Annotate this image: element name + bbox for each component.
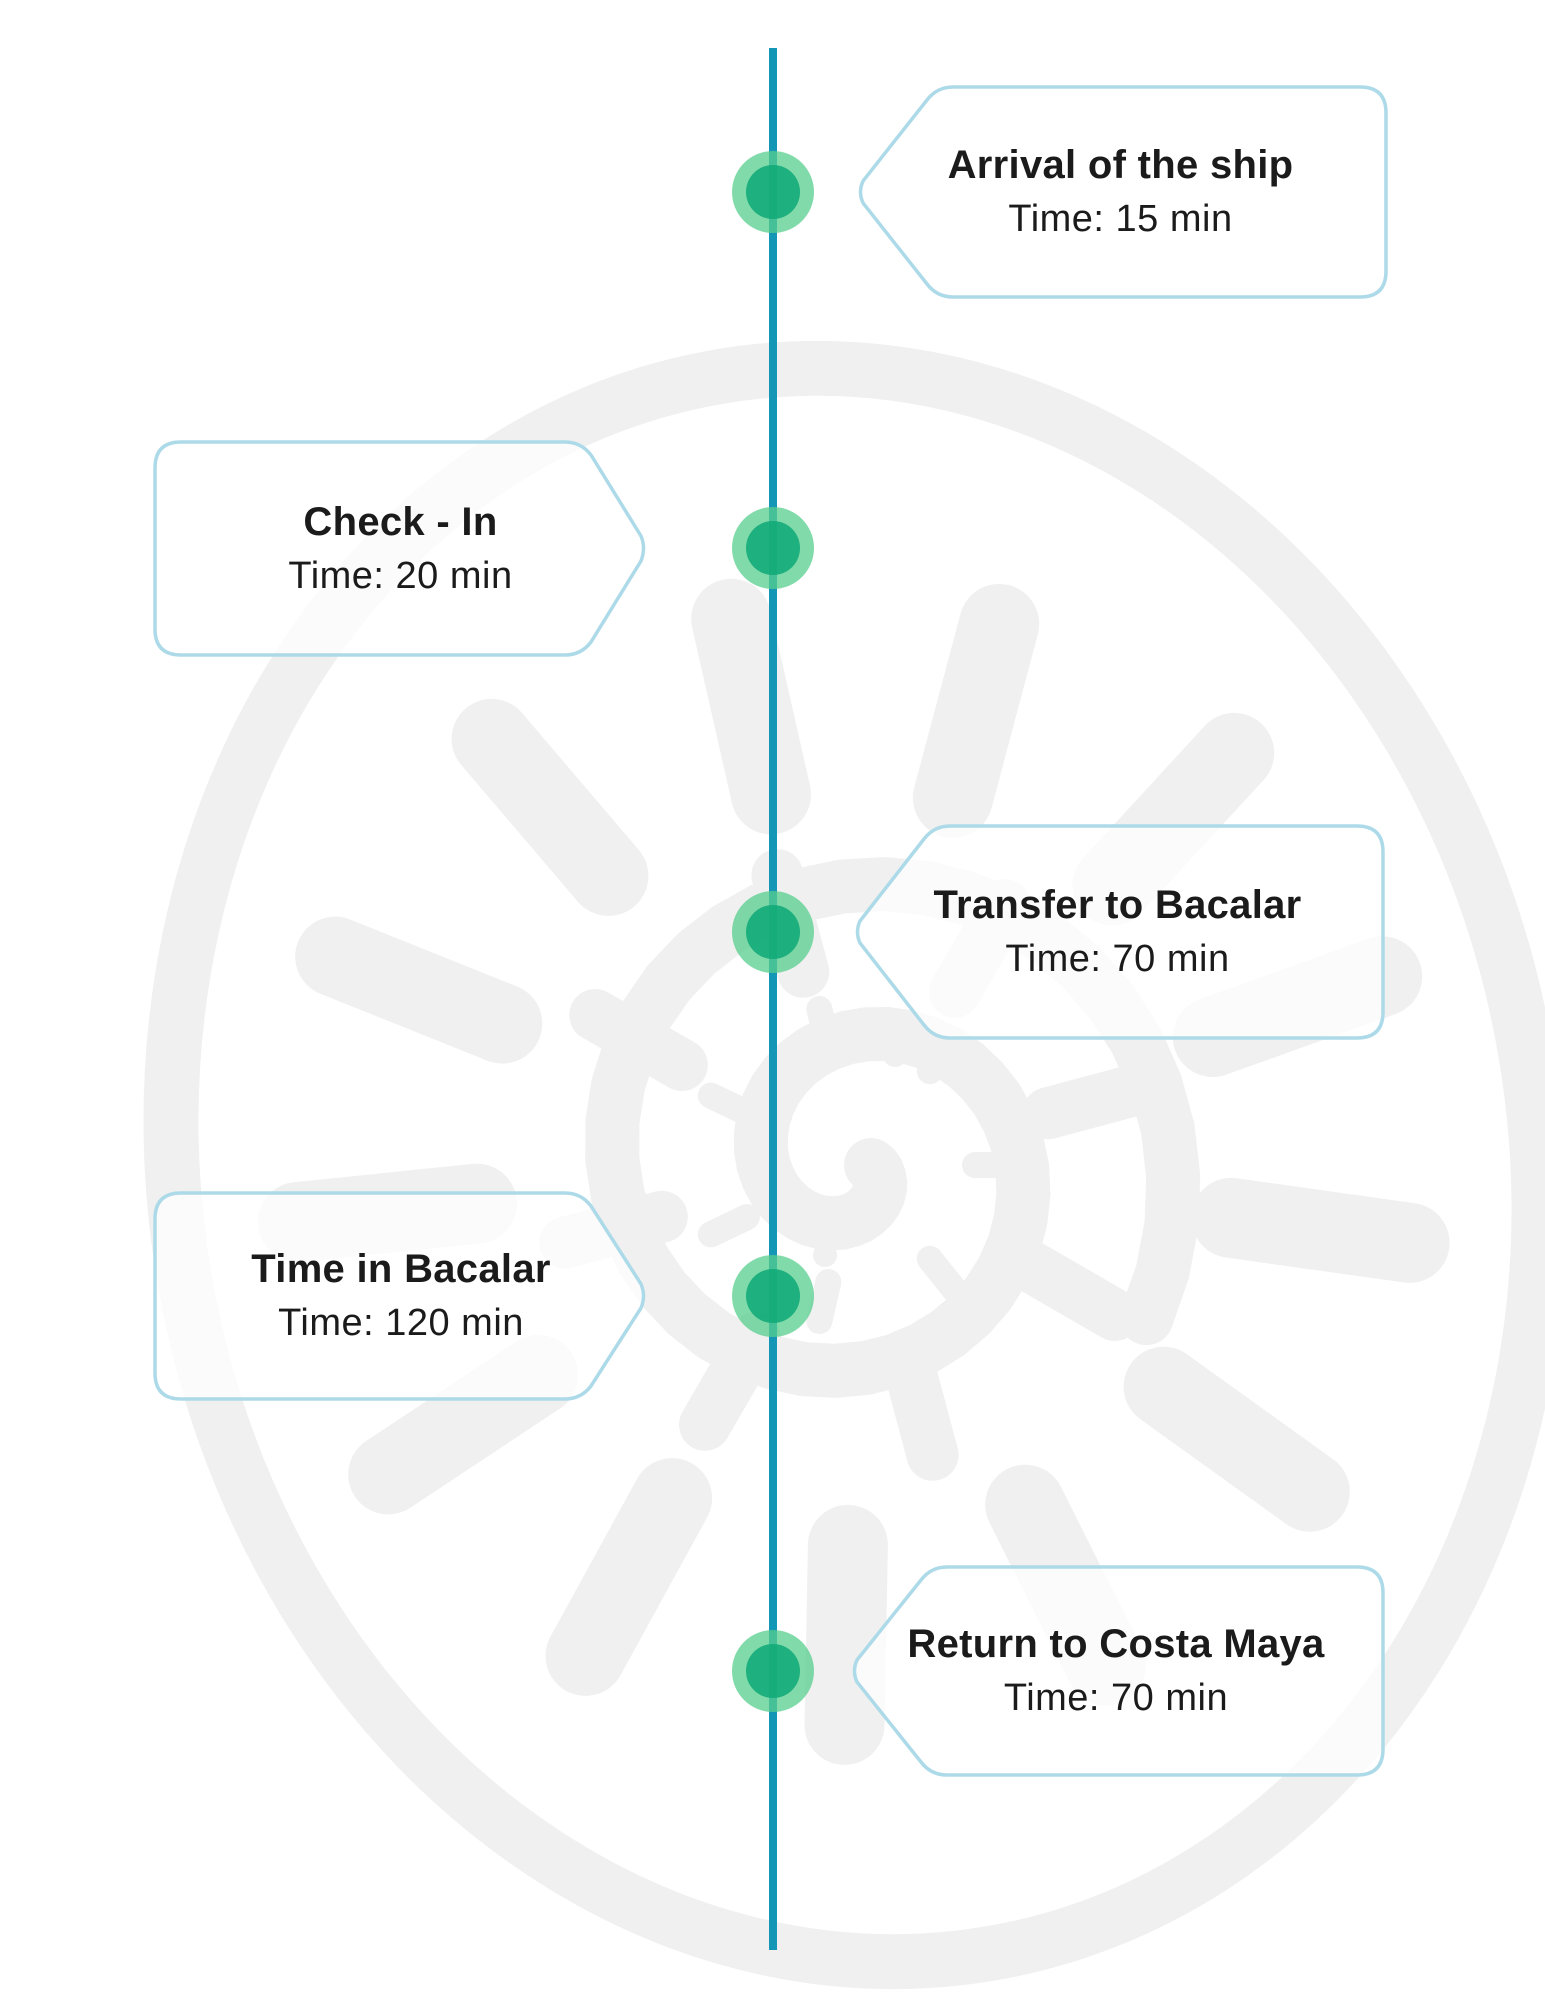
timeline-line — [769, 48, 777, 1950]
step-title: Transfer to Bacalar — [933, 883, 1302, 927]
timeline-dot-core — [746, 1269, 800, 1323]
step-bubble-return: Return to Costa Maya Time: 70 min — [847, 1565, 1385, 1777]
bubble-outline — [153, 440, 646, 657]
step-bubble-transfer: Transfer to Bacalar Time: 70 min — [850, 824, 1385, 1040]
step-title: Check - In — [303, 499, 498, 544]
timeline-dot-core — [746, 905, 800, 959]
timeline-dot-3 — [732, 891, 814, 973]
step-bubble-arrival: Arrival of the ship Time: 15 min — [853, 85, 1388, 299]
timeline-dot-5 — [732, 1630, 814, 1712]
bubble-outline — [855, 824, 1385, 1040]
bubble-outline — [153, 1191, 646, 1401]
step-time: Time: 20 min — [288, 554, 513, 597]
bubble-outline — [852, 1565, 1385, 1777]
watermark-dots — [743, 1043, 907, 1267]
step-time: Time: 120 min — [278, 1302, 524, 1344]
step-time: Time: 15 min — [1008, 198, 1233, 240]
timeline-dot-core — [746, 521, 800, 575]
watermark-spiral — [585, 857, 1201, 1398]
bubble-outline — [858, 85, 1388, 299]
step-bubble-checkin: Check - In Time: 20 min — [153, 440, 648, 657]
timeline-dot-4 — [732, 1255, 814, 1337]
step-title: Time in Bacalar — [251, 1247, 551, 1291]
step-bubble-time-in-bacalar: Time in Bacalar Time: 120 min — [153, 1191, 649, 1401]
timeline-dot-1 — [732, 151, 814, 233]
timeline-dot-core — [746, 1644, 800, 1698]
timeline-dot-core — [746, 165, 800, 219]
step-time: Time: 70 min — [1003, 1677, 1229, 1719]
step-title: Arrival of the ship — [947, 143, 1294, 187]
step-title: Return to Costa Maya — [907, 1622, 1325, 1666]
timeline-dot-2 — [732, 507, 814, 589]
step-time: Time: 70 min — [1005, 938, 1230, 980]
